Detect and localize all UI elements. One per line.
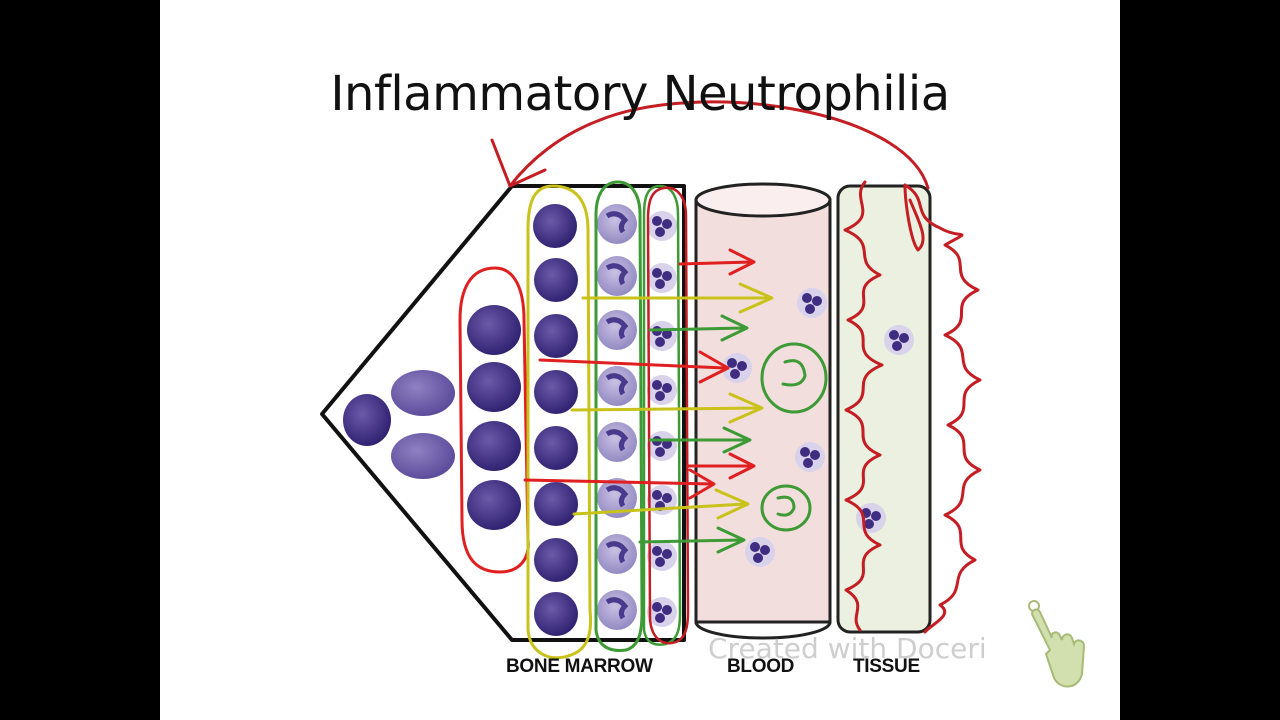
green-loop (594, 180, 644, 652)
blast-cells (343, 370, 455, 479)
green-arrows (638, 314, 752, 554)
blood-neutrophils (722, 288, 827, 567)
feedback-arc-arrow (508, 100, 930, 190)
metamyelocyte-column (533, 204, 578, 636)
myelocyte-column (467, 305, 521, 530)
red-loop-myelocytes (458, 266, 530, 574)
slide-title: Inflammatory Neutrophilia (330, 66, 950, 122)
red-loop-neutrophils (646, 186, 690, 645)
red-zigzag-tissue-right (903, 183, 982, 634)
feedback-arrowhead (490, 138, 547, 188)
blood-label: BLOOD (727, 656, 795, 677)
tissue-label: TISSUE (853, 656, 920, 677)
tissue-compartment (836, 184, 932, 634)
bone-marrow-label: BONE MARROW (506, 656, 653, 677)
green-circles-blood (760, 342, 828, 532)
red-arrows (523, 248, 756, 500)
red-zigzag-tissue (843, 180, 884, 632)
doceri-watermark: Created with Doceri (708, 632, 987, 665)
blood-vessel (694, 182, 832, 640)
yellow-arrows (570, 282, 774, 520)
tissue-entry-stroke (903, 183, 925, 252)
hand-pointer-icon (1028, 600, 1086, 688)
band-cell-column (597, 204, 637, 630)
yellow-loop (526, 184, 593, 660)
